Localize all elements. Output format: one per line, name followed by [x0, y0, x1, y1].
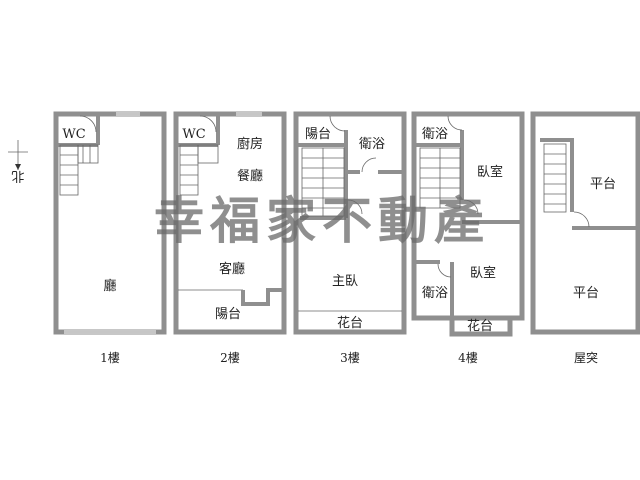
- floor-1-plan: [53, 111, 167, 335]
- room-label: 廚房: [237, 136, 263, 152]
- floor-2-plan: [173, 111, 287, 335]
- room-label: 臥室: [470, 265, 496, 281]
- floor-label: 3樓: [340, 350, 360, 365]
- room-label: 客廳: [219, 261, 245, 277]
- room-label: 花台: [467, 318, 493, 334]
- room-label: 平台: [573, 286, 599, 301]
- room-label: 陽台: [305, 127, 331, 142]
- room-label: 廳: [103, 278, 116, 294]
- roof-plan: [530, 111, 640, 335]
- watermark: 幸福家不動產: [154, 192, 490, 250]
- room-label: 主臥: [332, 274, 358, 289]
- floor-3-plan: [293, 111, 407, 335]
- room-label: WC: [182, 127, 205, 142]
- room-label: 臥室: [477, 164, 503, 180]
- floor-label: 屋突: [574, 350, 598, 365]
- compass-label: 北: [11, 168, 24, 183]
- room-label: WC: [62, 127, 85, 142]
- floor-4-plan: [411, 111, 525, 337]
- floor-label: 2樓: [220, 350, 240, 365]
- room-label: 花台: [337, 315, 363, 331]
- room-label: 衛浴: [422, 286, 448, 301]
- room-label: 衛浴: [422, 127, 448, 142]
- room-label: 餐廳: [237, 168, 263, 184]
- room-label: 衛浴: [359, 137, 385, 152]
- north-arrow-icon: [8, 140, 28, 170]
- floor-label: 4樓: [458, 350, 478, 365]
- floor-label: 1樓: [100, 350, 120, 365]
- room-label: 平台: [590, 177, 616, 192]
- room-label: 陽台: [215, 307, 241, 322]
